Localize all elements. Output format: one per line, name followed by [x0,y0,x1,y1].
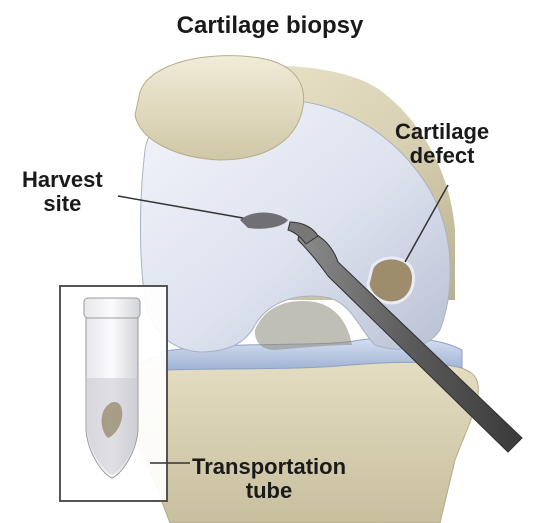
transportation-tube-label-line1: Transportation [192,455,346,479]
harvest-site-label: Harvest site [22,168,103,216]
page-title: Cartilage biopsy [0,12,540,40]
transportation-tube-label: Transportation tube [192,455,346,503]
cartilage-defect [368,258,414,303]
transportation-tube-label-line2: tube [192,479,346,503]
cartilage-defect-label-line1: Cartilage [395,120,489,144]
patella [135,56,304,160]
harvest-site-label-line2: site [22,192,103,216]
cartilage-defect-label: Cartilage defect [395,120,489,168]
cartilage-defect-label-line2: defect [395,144,489,168]
harvest-site-label-line1: Harvest [22,168,103,192]
transportation-tube [84,298,140,478]
